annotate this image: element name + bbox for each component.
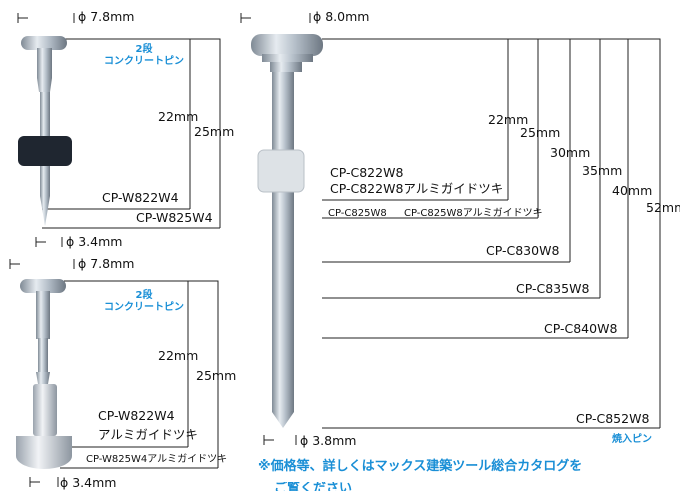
head-diameter-label: ϕ 7.8mm [78,256,135,271]
length-25-label: 25mm [520,125,561,140]
model-cp-w822w4: CP-W822W4 [98,408,175,423]
model-cp-c835w8: CP-C835W8 [516,281,590,296]
catalog-footnote-cut: ご覧ください [274,482,353,491]
pin-type-label: 2段 コンクリートピン [104,290,184,313]
pin-type-label: 2段 コンクリートピン [104,44,184,67]
model-cp-c822w8: CP-C822W8 [330,165,404,180]
length-25-label: 25mm [196,368,237,383]
length-40-label: 40mm [612,183,653,198]
model-cp-c825w8: CP-C825W8 [328,208,387,219]
length-22-label: 22mm [158,109,199,124]
model-cp-c825w8-guide: CP-C825W8アルミガイドツキ [404,208,543,219]
length-35-label: 35mm [582,163,623,178]
shank-diameter-label: ϕ 3.4mm [66,234,123,249]
length-22-label: 22mm [488,112,529,127]
model-cp-c852w8: CP-C852W8 [576,411,650,426]
catalog-footnote: ※価格等、詳しくはマックス建築ツール総合カタログを [258,459,583,474]
length-22-label: 22mm [158,348,199,363]
head-diameter-label: ϕ 8.0mm [313,9,370,24]
shank-diameter-label: ϕ 3.4mm [60,475,117,490]
length-30-label: 30mm [550,145,591,160]
hardened-pin-label: 焼入ピン [612,434,652,445]
length-25-label: 25mm [194,124,235,139]
model-cp-c822w8-guide: CP-C822W8アルミガイドツキ [330,181,504,196]
model-cp-w825w4: CP-W825W4 [136,210,213,225]
model-cp-c830w8: CP-C830W8 [486,243,560,258]
shank-diameter-label: ϕ 3.8mm [300,433,357,448]
model-cp-c840w8: CP-C840W8 [544,321,618,336]
model-cp-w822w4: CP-W822W4 [102,190,179,205]
length-52-label: 52mm [646,200,680,215]
model-guide-suffix: アルミガイドツキ [98,427,198,442]
model-cp-w825w4-guide: CP-W825W4アルミガイドツキ [86,454,228,465]
head-diameter-label: ϕ 7.8mm [78,9,135,24]
